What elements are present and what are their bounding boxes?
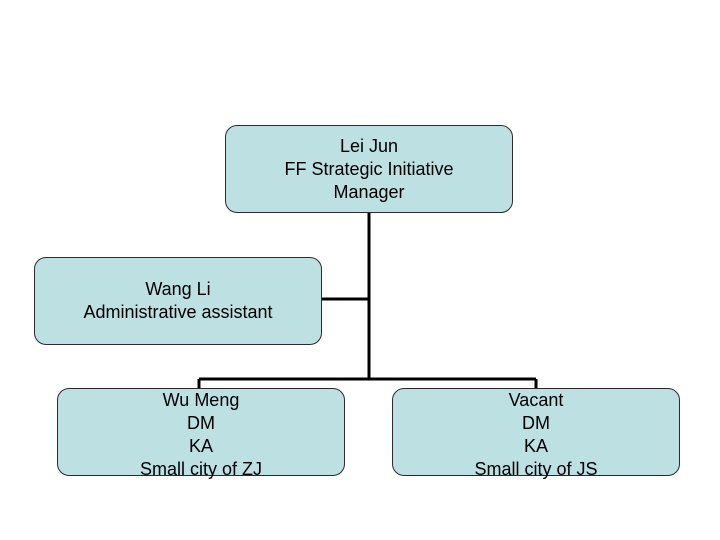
node-role: DM (522, 413, 550, 433)
org-node-lei-jun: Lei Jun FF Strategic Initiative Manager (225, 125, 513, 213)
node-region: Small city of ZJ (139, 459, 263, 479)
org-node-wang-li: Wang Li Administrative assistant (34, 257, 322, 345)
node-account: KA (188, 436, 213, 456)
node-account: KA (523, 436, 548, 456)
node-title: Administrative assistant (83, 302, 273, 322)
node-role: DM (187, 413, 215, 433)
node-name: Lei Jun (339, 135, 399, 156)
node-name: Vacant (508, 390, 564, 410)
node-title: FF Strategic Initiative (284, 158, 454, 179)
node-region: Small city of JS (474, 459, 598, 479)
node-name: Wang Li (145, 279, 211, 299)
org-node-vacant: Vacant DM KA Small city of JS (392, 388, 680, 479)
node-title-cont: Manager (333, 181, 405, 202)
node-name: Wu Meng (162, 390, 240, 410)
org-node-wu-meng: Wu Meng DM KA Small city of ZJ (57, 388, 345, 479)
